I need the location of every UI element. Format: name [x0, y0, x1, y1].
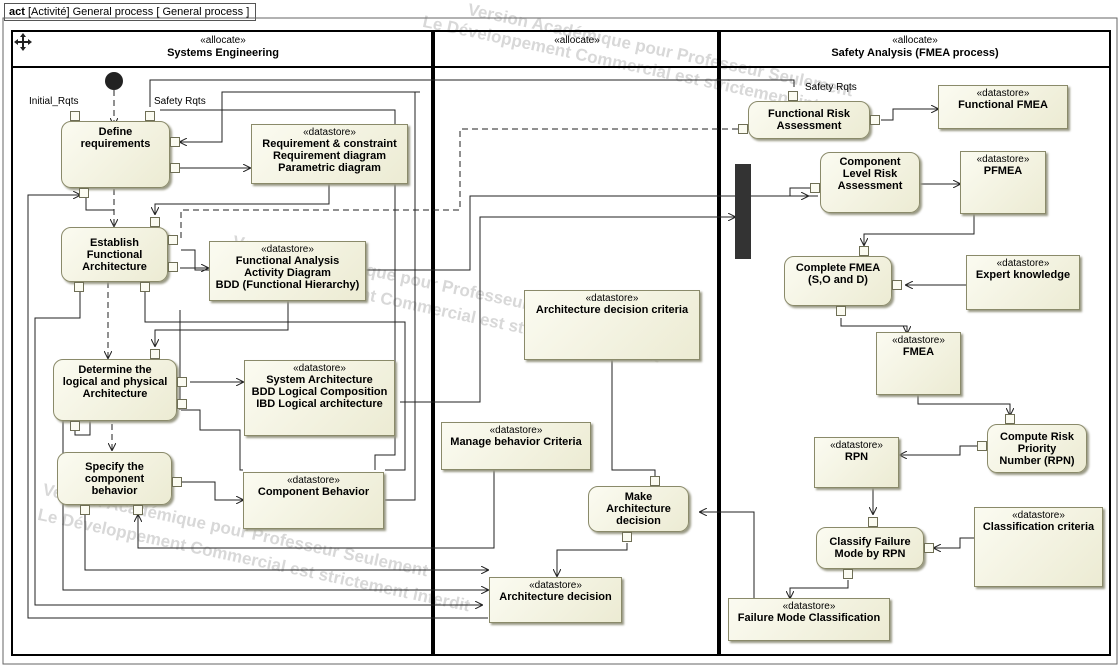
pin-establish-bottom-1[interactable] — [74, 282, 84, 292]
datastore-system-architecture[interactable]: «datastore»System Architecture BDD Logic… — [244, 360, 395, 436]
datastore-functional-analysis[interactable]: «datastore»Functional Analysis Activity … — [209, 241, 366, 301]
partition-border — [11, 30, 1111, 656]
frame-title: [Activité] General process [ General pro… — [27, 6, 250, 18]
move-cross-icon[interactable] — [14, 33, 32, 51]
datastore-pfmea[interactable]: «datastore»PFMEA — [960, 151, 1046, 214]
pin-establish-out-1[interactable] — [168, 235, 178, 245]
fork-bar-icon — [735, 164, 751, 259]
pin-establish-in-top[interactable] — [150, 217, 160, 227]
datastore-failure-mode-classification[interactable]: «datastore»Failure Mode Classification — [728, 598, 890, 641]
action-functional-risk-assessment[interactable]: Functional Risk Assessment — [748, 101, 870, 139]
datastore-manage-behavior-criteria[interactable]: «datastore»Manage behavior Criteria — [441, 422, 591, 470]
datastore-functional-fmea[interactable]: «datastore»Functional FMEA — [938, 85, 1068, 129]
pin-define-out-2[interactable] — [170, 163, 180, 173]
action-define-requirements[interactable]: Define requirements — [61, 121, 170, 188]
lane-title-middle: «allocate» — [554, 35, 600, 46]
pin-specify-out[interactable] — [172, 477, 182, 487]
action-specify-component-behavior[interactable]: Specify the component behavior — [57, 452, 172, 505]
action-establish-functional-architecture[interactable]: Establish Functional Architecture — [61, 227, 168, 282]
pin-compute-rpn-out[interactable] — [977, 441, 987, 451]
pin-classify-out[interactable] — [843, 569, 853, 579]
datastore-requirement-constraint[interactable]: «datastore»Requirement & constraint Requ… — [251, 124, 408, 184]
pin-determine-bottom[interactable] — [70, 421, 80, 431]
pin-label-safety-rqts-se: Safety Rqts — [154, 96, 206, 107]
action-complete-fmea[interactable]: Complete FMEA (S,O and D) — [784, 256, 892, 306]
datastore-expert-knowledge[interactable]: «datastore»Expert knowledge — [966, 255, 1080, 310]
lane-title-systems-engineering: «allocate»Systems Engineering — [167, 35, 279, 59]
initial-node-icon — [105, 72, 123, 90]
pin-specify-bottom-2[interactable] — [133, 505, 143, 515]
datastore-component-behavior[interactable]: «datastore»Component Behavior — [243, 472, 384, 529]
pin-establish-bottom-2[interactable] — [140, 282, 150, 292]
frame-kind: act — [9, 6, 25, 18]
pin-label-safety-rqts-sa: Safety Rqts — [805, 82, 857, 93]
pin-complete-fmea-in-right[interactable] — [892, 280, 902, 290]
pin-label-initial-rqts: Initial_Rqts — [29, 96, 79, 107]
pin-classify-in-top[interactable] — [868, 517, 878, 527]
pin-functional-risk-out[interactable] — [870, 115, 880, 125]
pin-define-out-1[interactable] — [170, 137, 180, 147]
action-compute-rpn[interactable]: Compute Risk Priority Number (RPN) — [987, 424, 1087, 473]
datastore-classification-criteria[interactable]: «datastore»Classification criteria — [974, 507, 1103, 587]
datastore-rpn[interactable]: «datastore»RPN — [814, 437, 899, 488]
pin-initial-rqts[interactable] — [70, 111, 80, 121]
pin-functional-risk-in[interactable] — [738, 124, 748, 134]
pin-compute-rpn-in-top[interactable] — [1005, 414, 1015, 424]
pin-determine-out-2[interactable] — [177, 399, 187, 409]
pin-define-in-bottom[interactable] — [79, 188, 89, 198]
pin-complete-fmea-out[interactable] — [836, 306, 846, 316]
action-make-architecture-decision[interactable]: Make Architecture decision — [588, 486, 689, 532]
pin-make-decision-in-top[interactable] — [650, 476, 660, 486]
datastore-architecture-decision-criteria[interactable]: «datastore»Architecture decision criteri… — [524, 290, 700, 360]
pin-complete-fmea-in-top[interactable] — [859, 246, 869, 256]
pin-component-risk-in[interactable] — [810, 183, 820, 193]
pin-safety-rqts-sa[interactable] — [788, 91, 798, 101]
frame-border — [2, 17, 1118, 665]
action-classify-failure-mode[interactable]: Classify Failure Mode by RPN — [816, 527, 924, 569]
pin-classify-in-right[interactable] — [924, 543, 934, 553]
datastore-fmea[interactable]: «datastore»FMEA — [876, 332, 961, 395]
action-determine-logical-architecture[interactable]: Determine the logical and physical Archi… — [53, 359, 177, 421]
pin-establish-out-2[interactable] — [168, 262, 178, 272]
datastore-architecture-decision[interactable]: «datastore»Architecture decision — [489, 577, 622, 623]
pin-specify-bottom-1[interactable] — [80, 505, 90, 515]
pin-safety-rqts-se[interactable] — [145, 111, 155, 121]
action-component-level-risk-assessment[interactable]: Component Level Risk Assessment — [820, 152, 920, 213]
pin-determine-out-1[interactable] — [177, 377, 187, 387]
frame-tab: act [Activité] General process [ General… — [4, 3, 257, 21]
pin-make-decision-out[interactable] — [622, 532, 632, 542]
lane-title-safety-analysis: «allocate»Safety Analysis (FMEA process) — [831, 35, 999, 59]
pin-determine-in-top[interactable] — [150, 349, 160, 359]
